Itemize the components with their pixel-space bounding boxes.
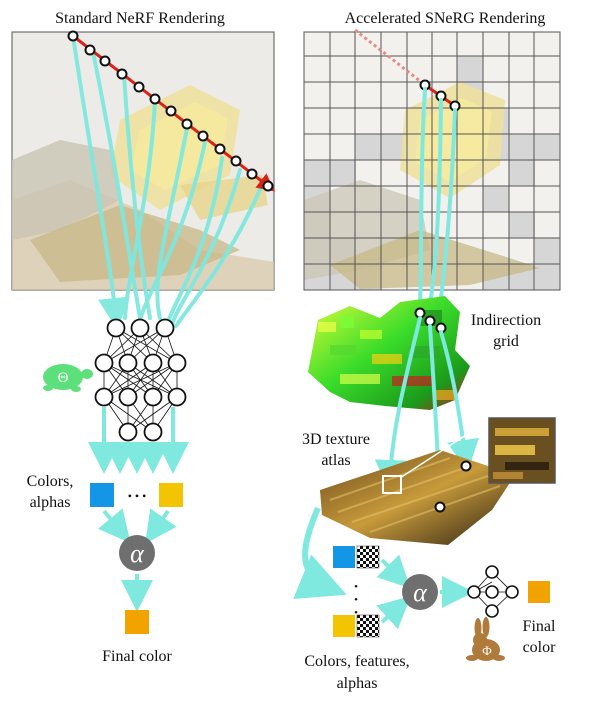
nerf-mlp-network	[94, 318, 187, 442]
sample-point	[246, 168, 258, 180]
alpha-compositing-node: α	[119, 535, 155, 571]
colors-alphas-label-line2: alphas	[30, 494, 71, 511]
rabbit-icon: Φ	[466, 617, 505, 661]
left-ray-paths	[71, 34, 264, 330]
swatch-ellipsis: • • •	[128, 489, 147, 503]
feature-swatch-bottom	[333, 614, 380, 638]
atlas-zoom-inset	[488, 417, 556, 484]
theta-symbol: Θ	[58, 370, 69, 386]
sample-point	[197, 130, 209, 142]
colors-features-alphas-line1: Colors, features,	[304, 653, 409, 670]
deferred-mlp-network	[467, 565, 519, 618]
sample-point	[262, 180, 274, 192]
right-panel-title: Accelerated SNeRG Rendering	[345, 10, 546, 27]
feature-dots-2: •	[354, 594, 358, 606]
right-camera-ray	[354, 28, 461, 112]
phi-symbol: Φ	[482, 643, 492, 658]
sample-point	[214, 143, 226, 155]
atlas-zoom-region	[382, 475, 402, 494]
colors-features-alphas-line2: alphas	[337, 675, 378, 692]
sample-point	[84, 44, 96, 56]
sample-point	[133, 81, 145, 93]
features-to-alpha-arrows	[376, 554, 411, 630]
voxel-sample-points	[414, 307, 447, 334]
final-color-label: Final color	[102, 648, 172, 665]
sample-point	[67, 30, 79, 42]
right-scene-grid	[303, 31, 561, 291]
colors-alphas-label-line1: Colors,	[27, 473, 74, 490]
feature-dots-3: •	[354, 607, 358, 619]
network-output-arrows	[88, 407, 189, 474]
atlas-to-features-arrow	[293, 506, 347, 599]
final-color-swatch	[125, 610, 149, 634]
indirection-label-line2: grid	[493, 333, 519, 350]
right-final-label-line1: Final	[523, 618, 556, 635]
texture-atlas-volume	[320, 419, 515, 545]
turtle-icon: Θ	[43, 364, 93, 392]
sample-point	[181, 118, 193, 130]
sample-point	[149, 93, 161, 105]
blue-color-swatch	[90, 483, 114, 507]
swatch-to-alpha-arrows	[97, 508, 177, 544]
feature-dots-1: •	[354, 581, 358, 593]
sample-point	[99, 55, 111, 67]
left-panel-title: Standard NeRF Rendering	[55, 10, 225, 27]
sample-point	[230, 155, 242, 167]
left-scene-image	[11, 31, 275, 291]
right-alpha-compositing-node: α	[402, 574, 438, 610]
right-final-color-swatch	[528, 581, 550, 603]
alpha-symbol: α	[130, 539, 145, 568]
sample-point	[116, 68, 128, 80]
indirection-label-line1: Indirection	[471, 312, 541, 329]
left-camera-ray	[67, 30, 276, 192]
yellow-color-swatch	[159, 483, 183, 507]
right-alpha-symbol: α	[413, 578, 428, 607]
texture-atlas-label-line1: 3D texture	[302, 431, 370, 448]
sample-point	[165, 105, 177, 117]
right-final-label-line2: color	[523, 639, 557, 656]
feature-swatch-top	[333, 545, 380, 569]
texture-atlas-label-line2: atlas	[321, 452, 350, 469]
right-ray-paths	[418, 87, 457, 307]
